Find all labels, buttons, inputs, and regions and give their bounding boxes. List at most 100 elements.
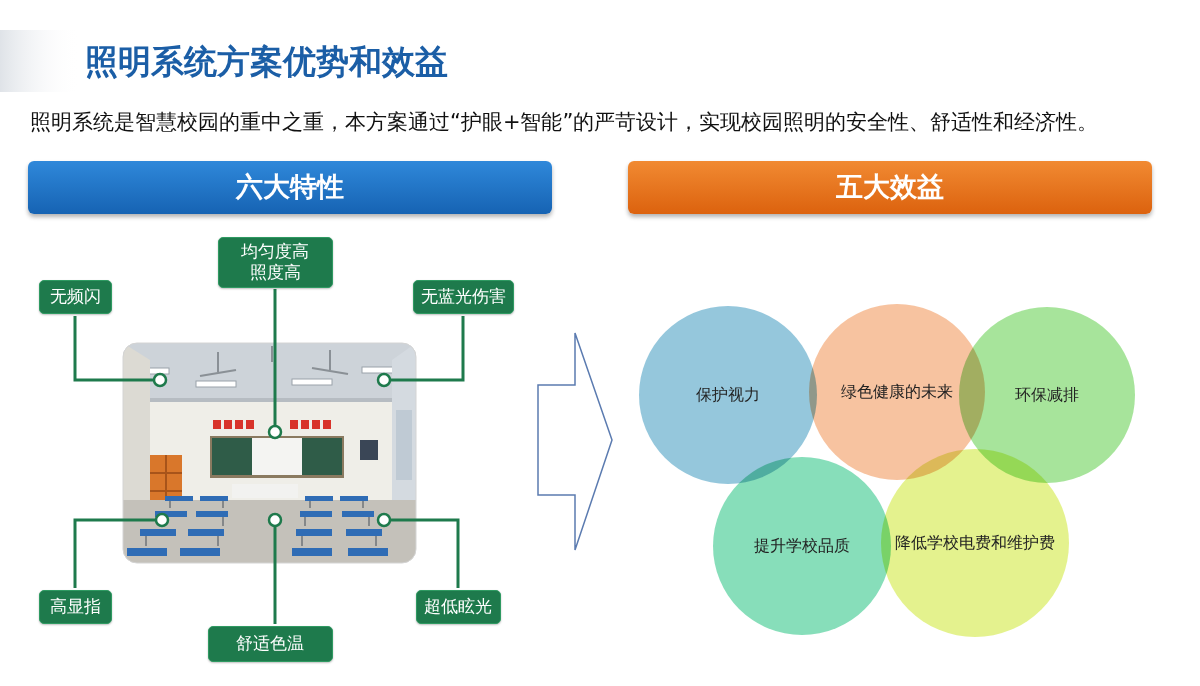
feature-tag: 无蓝光伤害 — [413, 280, 514, 314]
illustration-part — [200, 496, 228, 501]
feature-tag: 舒适色温 — [208, 626, 333, 662]
illustration-part — [196, 381, 236, 387]
illustration-part — [329, 350, 331, 370]
illustration-part — [300, 511, 332, 517]
illustration-part — [213, 420, 221, 429]
illustration-part — [222, 517, 224, 526]
illustration-part — [75, 316, 160, 380]
node-text: 高显指 — [50, 596, 101, 617]
illustration-part — [305, 496, 333, 501]
illustration-part — [188, 529, 224, 536]
illustration-part — [292, 379, 332, 385]
circle-fill — [713, 457, 891, 635]
classroom-photo — [123, 343, 416, 563]
node-text: 六大特性 — [236, 170, 344, 204]
illustration-part — [348, 548, 388, 556]
illustration-part — [309, 501, 311, 508]
illustration-part — [312, 420, 320, 429]
leader-lines — [75, 289, 463, 624]
illustration-part — [384, 316, 463, 380]
illustration-part — [252, 438, 302, 475]
illustration-part — [378, 514, 390, 526]
node-text: 绿色健康的未来 — [841, 382, 953, 402]
illustration-part — [123, 500, 416, 563]
node-text: 无蓝光伤害 — [421, 286, 506, 307]
illustration-part — [217, 352, 219, 372]
illustration-part — [362, 501, 364, 508]
feature-tag: 无频闪 — [39, 280, 112, 314]
illustration-part — [127, 496, 388, 556]
illustration-part — [246, 420, 254, 429]
illustration-part — [296, 529, 332, 536]
node-text: 超低眩光 — [424, 596, 492, 617]
illustration-part — [340, 496, 368, 501]
illustration-part — [123, 343, 416, 401]
illustration-part — [269, 514, 281, 526]
photo-frame — [123, 343, 416, 563]
illustration-part — [140, 529, 176, 536]
circle-fill — [881, 449, 1069, 637]
illustration-part — [154, 374, 166, 386]
node-text: 五大效益 — [836, 170, 944, 204]
illustration-part — [123, 343, 416, 563]
illustration-part — [232, 484, 298, 498]
leader-dots — [154, 374, 390, 526]
intro-text: 照明系统是智慧校园的重中之重，本方案通过“护眼+智能”的严苛设计，实现校园照明的… — [30, 109, 1098, 135]
illustration-part — [235, 420, 243, 429]
illustration-part — [180, 548, 220, 556]
illustration-part — [222, 501, 224, 508]
illustration-part — [274, 289, 277, 432]
circle-fill — [639, 306, 817, 484]
illustration-part — [375, 536, 377, 546]
illustration-part — [169, 501, 171, 508]
benefit-circle: 提升学校品质 — [712, 456, 892, 636]
illustration-part — [75, 520, 162, 588]
illustration-part — [384, 520, 458, 588]
node-text: 保护视力 — [696, 385, 760, 405]
illustration-part — [342, 511, 374, 517]
illustration-part — [156, 514, 168, 526]
illustration-part — [301, 420, 309, 429]
illustration-part — [224, 420, 232, 429]
feature-tag: 高显指 — [39, 590, 112, 624]
illustration-part — [165, 496, 193, 501]
illustration-part — [217, 536, 219, 546]
illustration-part — [274, 520, 277, 624]
illustration-part — [123, 398, 416, 402]
node-text: 降低学校电费和维护费 — [895, 533, 1055, 553]
section-header: 六大特性 — [28, 161, 552, 214]
illustration-part — [302, 438, 342, 475]
illustration-part — [123, 343, 150, 522]
illustration-part — [392, 343, 416, 522]
feature-tag: 均匀度高 照度高 — [218, 237, 333, 288]
node-text: 无频闪 — [50, 286, 101, 307]
feature-tag: 超低眩光 — [416, 590, 501, 624]
section-header: 五大效益 — [628, 161, 1152, 214]
illustration-part — [196, 511, 228, 517]
illustration-part — [312, 368, 348, 374]
illustration-part — [269, 426, 281, 438]
illustration-part — [301, 536, 303, 546]
illustration-part — [396, 410, 412, 480]
illustration-part — [304, 517, 306, 526]
illustration-part — [212, 438, 252, 475]
illustration-part — [360, 440, 378, 460]
illustration-part — [210, 436, 344, 478]
illustration-part — [145, 536, 147, 546]
illustration-part — [378, 374, 390, 386]
illustration-part — [271, 346, 273, 362]
illustration-part — [368, 517, 370, 526]
node-text: 均匀度高 照度高 — [236, 241, 314, 284]
illustration-part — [292, 548, 332, 556]
illustration-part — [200, 370, 236, 376]
benefit-circle: 降低学校电费和维护费 — [880, 448, 1070, 638]
illustration-part — [133, 367, 398, 387]
node-text: 舒适色温 — [236, 633, 304, 654]
illustration-part — [323, 420, 331, 429]
illustration-part — [127, 548, 167, 556]
node-text: 提升学校品质 — [754, 536, 850, 556]
flow-arrow — [538, 333, 612, 550]
illustration-part — [146, 501, 376, 546]
illustration-part — [290, 420, 298, 429]
